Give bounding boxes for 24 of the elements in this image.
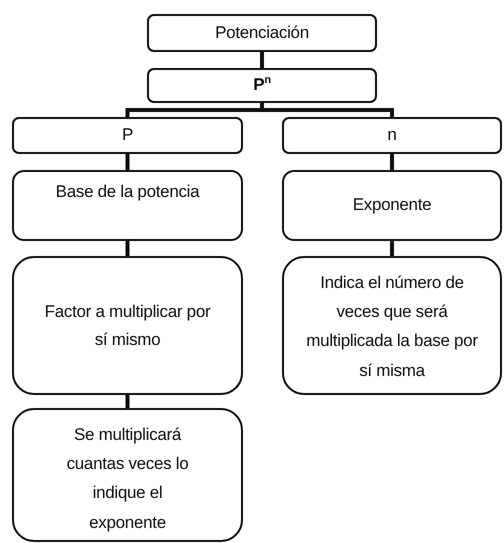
rounded-box: [282, 170, 502, 241]
box-text: Potenciación: [215, 22, 309, 44]
connector-line: [126, 395, 130, 408]
connector-line: [260, 52, 264, 68]
connector-line: [390, 241, 394, 256]
connector-line: [390, 154, 394, 170]
box-text: Se multiplicará cuantas veces lo indique el exponente: [66, 424, 190, 534]
box-text: Base de la potencia: [56, 182, 200, 202]
rounded-box: [282, 256, 502, 395]
rounded-box: [282, 117, 502, 154]
connector-line: [126, 154, 130, 170]
rounded-box: [12, 170, 243, 241]
connector-line: [126, 241, 130, 256]
box-text: P: [122, 125, 134, 146]
box-text: Factor a multiplicar por sí mismo: [44, 301, 212, 350]
box-text: n: [387, 125, 397, 146]
rounded-box: [147, 68, 377, 103]
rounded-box: [12, 117, 243, 154]
box-text: Exponente: [352, 195, 432, 216]
rounded-box: [12, 256, 243, 395]
box-text: P$^{n}$: [253, 75, 271, 96]
box-text: Indica el número de veces que será multiplicada la base por sí misma: [305, 272, 479, 382]
rounded-box: [12, 408, 243, 542]
rounded-box: [147, 14, 377, 52]
